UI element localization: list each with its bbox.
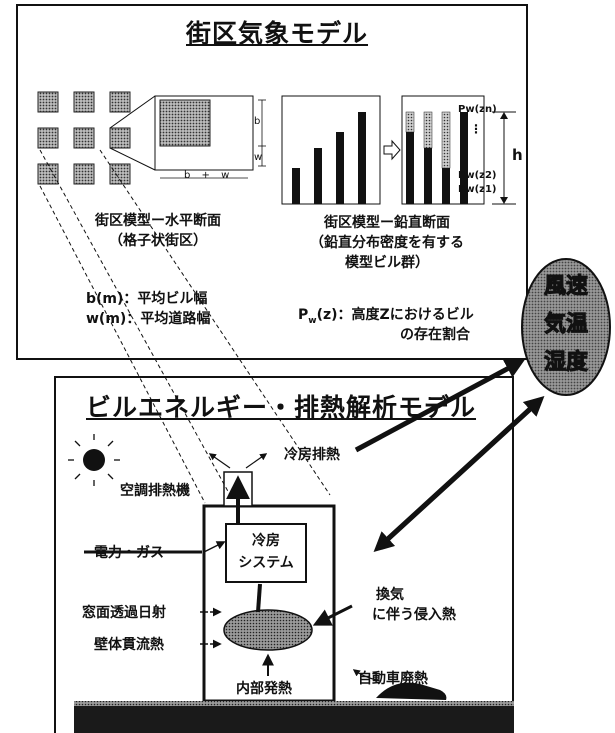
sun-icon [68,434,120,486]
grid-building-blocks [37,91,131,185]
cooling-system-box [225,523,307,583]
vertical-section-subcaption-1: （鉛直分布密度を有する [310,235,464,251]
vertical-section-subcaption-2: 模型ビル群） [345,255,429,271]
model-building-bars [281,95,381,205]
pw-dots-label: ⋮ [470,122,482,136]
zoom-bw-label: b + w [184,170,234,181]
window-solar-label: 窓面透過日射 [82,605,166,621]
zoomed-grid-cell [154,95,266,179]
density-distribution-columns [401,95,485,205]
pw-definition-cont: の存在割合 [400,327,470,343]
weather-wind-label: 風速 [543,274,588,300]
pw-zn-label: Pw(zn) [458,104,497,115]
b-definition: b(m)：平均ビル幅 [86,291,208,307]
weather-temp-label: 気温 [543,312,588,338]
pw-z1-label: Pw(z1) [458,184,497,195]
cooling-system-label-1: 冷房 [252,533,280,549]
wall-heat-label: 壁体貫流熱 [94,637,164,653]
interior-heat-ellipse [223,609,313,651]
ventilation-label-2: に伴う侵入熱 [372,607,456,623]
pw-z2-label: Pw(z2) [458,170,497,181]
transform-arrow [383,139,401,161]
height-label: h [512,146,523,164]
weather-ellipse [521,258,611,396]
ground [74,701,514,733]
building-energy-diagram [68,434,514,733]
zoom-b-label: b [254,116,261,127]
car-icon [352,669,447,700]
vertical-section-caption: 街区模型ー鉛直断面 [324,215,450,231]
zoom-w-label: w [254,152,263,163]
pw-definition: Pw(z)：高度Zにおけるビル [298,307,474,326]
ventilation-label-1: 換気 [376,587,404,603]
cooling-exhaust-label: 冷房排熱 [284,447,340,463]
building-energy-title: ビルエネルギー・排熱解析モデル [86,393,477,422]
internal-heat-label: 内部発熱 [236,681,292,697]
car-exhaust-label: 自動車廃熱 [358,671,428,687]
horizontal-section-caption: 街区模型ー水平断面 [95,213,221,229]
block-weather-model-title: 街区気象モデル [186,19,369,48]
ac-exhaust-unit-label: 空調排熱機 [120,483,190,499]
weather-humidity-label: 湿度 [543,350,588,376]
horizontal-section-subcaption: （格子状街区） [109,233,207,249]
horizontal-section-grid [37,91,266,185]
w-definition: w(m)：平均道路幅 [86,311,211,327]
power-gas-label: 電力・ガス [94,545,164,561]
cooling-system-label-2: システム [238,555,294,571]
vertical-section-diagrams [281,95,516,205]
